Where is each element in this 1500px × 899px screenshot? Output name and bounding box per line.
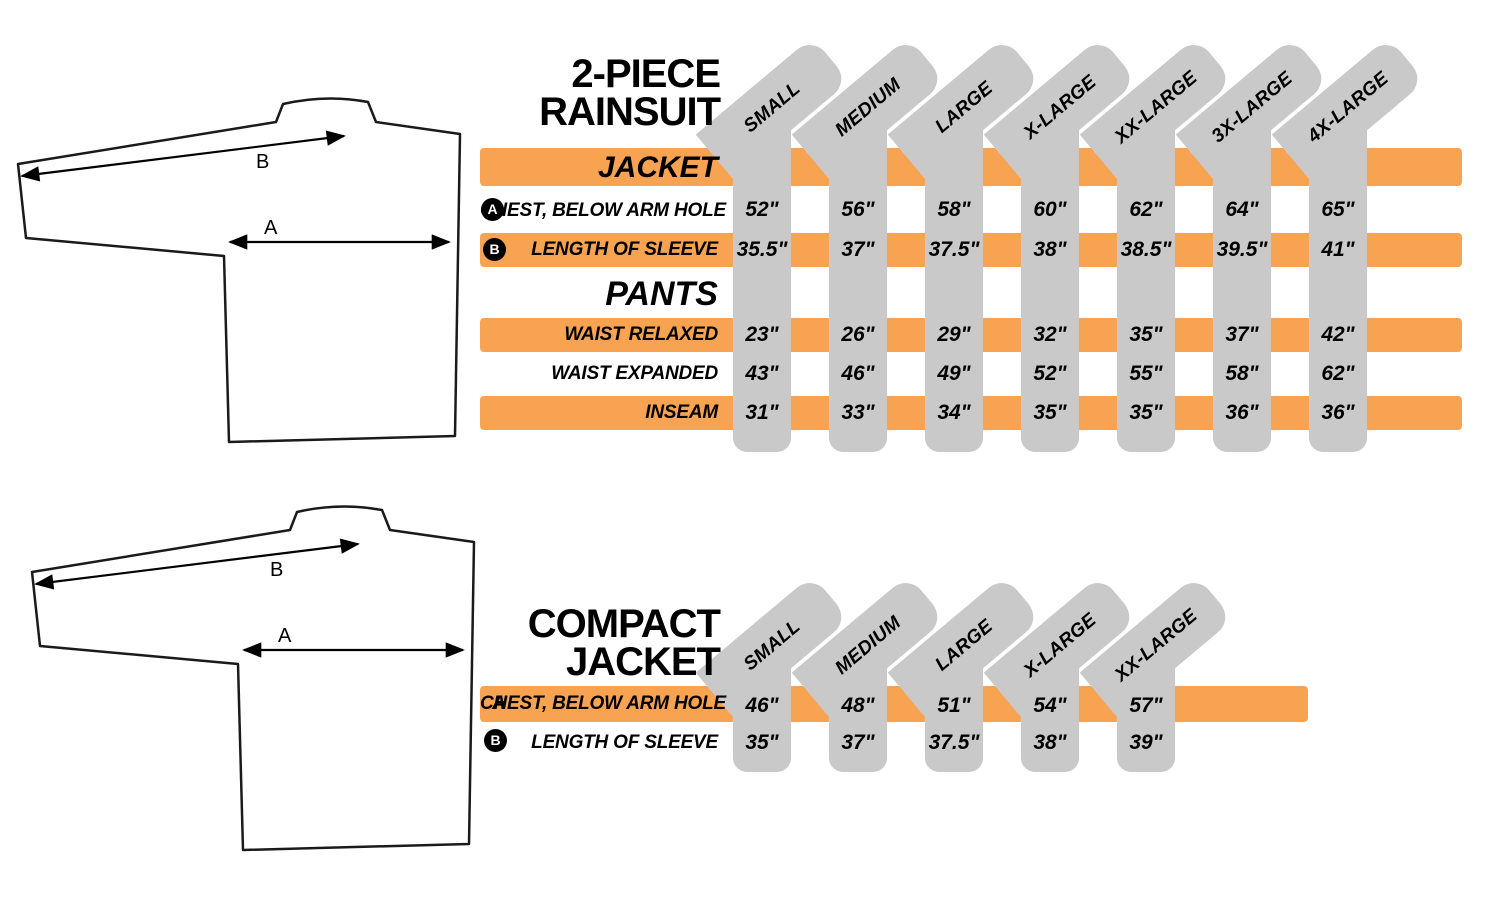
chest-measure-label: A [264, 217, 278, 239]
cell-expanded-3x-large: 58" [1225, 362, 1259, 385]
rainsuit-title-line1: 2-PIECE [571, 52, 721, 96]
cell-chest-small: 52" [745, 198, 779, 221]
size-header-label: SMALL [739, 615, 805, 676]
size-column-large [925, 130, 983, 452]
sleeve-measure-label: B [256, 151, 269, 173]
row-label-waist-relaxed: WAIST RELAXED [564, 324, 718, 345]
rainsuit-jacket-diagram: B A [16, 97, 462, 444]
jacket-outline-path [16, 97, 462, 444]
cell-inseam-3x-large: 36" [1225, 401, 1259, 424]
cell-sleeve-small: 35.5" [736, 238, 788, 261]
cell-expanded-4x-large: 62" [1321, 362, 1355, 385]
cell-compact-chest-small: 46" [745, 694, 779, 717]
row-label-compact-chest: CHEST, BELOW ARM HOLE [480, 693, 726, 714]
cell-compact-sleeve-large: 37.5" [928, 731, 980, 754]
size-header-label: LARGE [931, 77, 998, 138]
cell-expanded-medium: 46" [841, 362, 875, 385]
cell-compact-sleeve-small: 35" [745, 731, 779, 754]
compact-title: COMPACT JACKET [430, 602, 721, 684]
cell-inseam-large: 34" [937, 401, 971, 424]
cell-compact-chest-x-large: 54" [1033, 694, 1067, 717]
cell-sleeve-xx-large: 38.5" [1120, 238, 1172, 261]
cell-expanded-xx-large: 55" [1129, 362, 1163, 385]
size-column-xx-large [1117, 130, 1175, 452]
cell-compact-chest-xx-large: 57" [1129, 694, 1163, 717]
cell-inseam-x-large: 35" [1033, 401, 1067, 424]
cell-inseam-xx-large: 35" [1129, 401, 1163, 424]
cell-inseam-small: 31" [745, 401, 779, 424]
pants-section-header: PANTS [605, 275, 718, 313]
cell-relaxed-large: 29" [937, 323, 971, 346]
cell-chest-xx-large: 62" [1129, 198, 1163, 221]
cell-relaxed-4x-large: 42" [1321, 323, 1355, 346]
row-label-sleeve: LENGTH OF SLEEVE [531, 239, 718, 260]
sleeve-measure-label: B [270, 559, 283, 581]
marker-a-badge: A [481, 198, 504, 221]
cell-compact-sleeve-x-large: 38" [1033, 731, 1067, 754]
cell-chest-3x-large: 64" [1225, 198, 1259, 221]
rainsuit-title: 2-PIECE RAINSUIT [430, 52, 721, 134]
row-label-inseam: INSEAM [645, 402, 718, 423]
row-label-chest: CHEST, BELOW ARM HOLE [480, 200, 726, 221]
cell-relaxed-x-large: 32" [1033, 323, 1067, 346]
chest-measure-label: A [278, 625, 292, 647]
size-column-x-large [1021, 130, 1079, 452]
cell-chest-x-large: 60" [1033, 198, 1067, 221]
sleeve-measure-arrow [20, 130, 346, 182]
cell-compact-sleeve-medium: 37" [841, 731, 875, 754]
cell-expanded-x-large: 52" [1033, 362, 1067, 385]
size-column-4x-large [1309, 130, 1367, 452]
marker-b-badge: B [483, 238, 506, 261]
cell-sleeve-large: 37.5" [928, 238, 980, 261]
cell-relaxed-3x-large: 37" [1225, 323, 1259, 346]
size-column-3x-large [1213, 130, 1271, 452]
row-label-waist-expanded: WAIST EXPANDED [551, 363, 718, 384]
cell-sleeve-3x-large: 39.5" [1216, 238, 1268, 261]
marker-b-badge: B [484, 729, 507, 752]
row-label-compact-sleeve: LENGTH OF SLEEVE [531, 732, 718, 753]
compact-jacket-diagram: B A [30, 505, 476, 852]
size-column-medium [829, 130, 887, 452]
compact-title-line2: JACKET [565, 640, 721, 684]
cell-compact-sleeve-xx-large: 39" [1129, 731, 1163, 754]
cell-inseam-medium: 33" [841, 401, 875, 424]
cell-sleeve-x-large: 38" [1033, 238, 1067, 261]
marker-a-plain: A [492, 693, 506, 714]
cell-compact-chest-medium: 48" [841, 694, 875, 717]
cell-sleeve-4x-large: 41" [1321, 238, 1355, 261]
cell-chest-4x-large: 65" [1321, 198, 1355, 221]
cell-sleeve-medium: 37" [841, 238, 875, 261]
size-column-small [733, 130, 791, 452]
cell-inseam-4x-large: 36" [1321, 401, 1355, 424]
jacket-outline-path [30, 505, 476, 852]
cell-chest-medium: 56" [841, 198, 875, 221]
compact-title-line1: COMPACT [527, 602, 721, 646]
jacket-section-header: JACKET [597, 151, 718, 184]
cell-relaxed-xx-large: 35" [1129, 323, 1163, 346]
cell-relaxed-small: 23" [745, 323, 779, 346]
size-header-label: SMALL [739, 77, 805, 138]
cell-compact-chest-large: 51" [937, 694, 971, 717]
rainsuit-title-line2: RAINSUIT [539, 90, 721, 134]
cell-expanded-large: 49" [937, 362, 971, 385]
cell-relaxed-medium: 26" [841, 323, 875, 346]
sleeve-measure-arrow [34, 538, 360, 590]
cell-chest-large: 58" [937, 198, 971, 221]
size-header-label: LARGE [931, 615, 998, 676]
cell-expanded-small: 43" [745, 362, 779, 385]
